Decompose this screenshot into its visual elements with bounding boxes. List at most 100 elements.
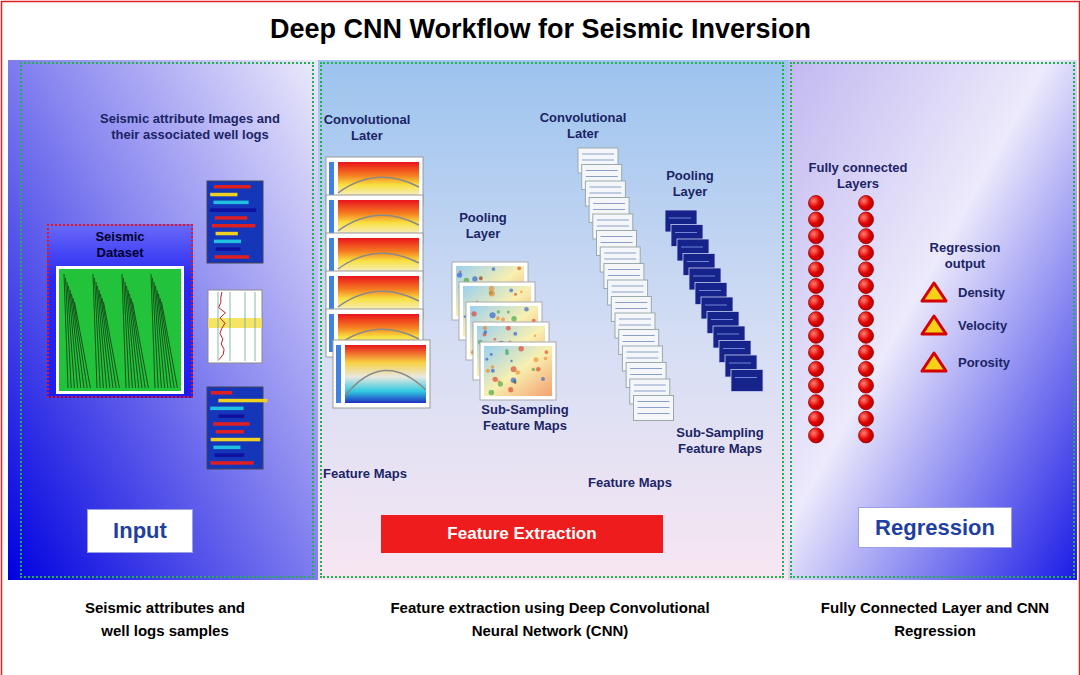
seismic-trace xyxy=(162,302,178,388)
attribute-streak xyxy=(210,208,256,212)
pooled-map-speck xyxy=(511,378,516,383)
attribute-streak xyxy=(214,453,244,457)
feature-map-texture xyxy=(638,401,670,402)
panel-text: Convolutional Later xyxy=(312,112,422,143)
seismic-image-frame xyxy=(56,266,184,394)
pooled-map-speck xyxy=(511,366,517,372)
pooled-map-speck xyxy=(491,369,495,373)
neuron xyxy=(809,245,824,260)
pooled-map-texture xyxy=(723,348,745,349)
pooled-map-speck xyxy=(544,350,548,354)
neuron xyxy=(859,428,874,443)
neuron xyxy=(859,362,874,377)
pooled-map-speck xyxy=(509,288,513,292)
box-label: Regression xyxy=(875,515,995,541)
feature-map-texture xyxy=(608,275,640,276)
pooled-map-speck xyxy=(491,365,495,369)
neuron xyxy=(809,362,824,377)
pooled-map-texture xyxy=(681,247,703,248)
feature-map-texture xyxy=(582,160,614,161)
input-panel: Seismic DatasetInput Seismic attribute Im… xyxy=(20,62,314,578)
pooled-map-speck xyxy=(496,316,500,320)
pooled-map-texture xyxy=(693,276,715,277)
pooled-map-speck xyxy=(516,370,521,375)
pooled-map-speck xyxy=(472,276,477,281)
seismic-trace xyxy=(127,286,136,388)
feature-map-texture xyxy=(586,176,618,177)
stage-caption: Fully Connected Layer and CNN Regression xyxy=(820,596,1050,642)
pooled-map-field xyxy=(484,346,552,396)
feature-map-field xyxy=(338,162,419,200)
feature-map-texture xyxy=(589,193,621,194)
feature-panel: Feature ExtractionConvolutional LaterPoo… xyxy=(320,62,784,578)
pooled-map-speck xyxy=(544,357,548,361)
feature-map-texture xyxy=(593,209,625,210)
feature-map-horizon xyxy=(338,253,419,269)
attribute-streak xyxy=(213,201,248,205)
seismic-trace xyxy=(72,294,85,388)
panel-text: Seismic Dataset xyxy=(75,229,165,260)
pooled-map-speck xyxy=(492,267,496,271)
attribute-streak xyxy=(210,407,243,411)
feature-map-field xyxy=(338,200,419,238)
pooled-map-texture xyxy=(705,305,727,306)
pooled-map-speck xyxy=(532,368,535,371)
feature-map-texture xyxy=(615,302,647,303)
output-name: Density xyxy=(958,284,1048,302)
seismic-trace xyxy=(133,302,149,388)
feature-map-horizon xyxy=(338,177,419,193)
pooled-map-texture xyxy=(717,334,739,335)
seismic-trace xyxy=(160,298,174,388)
feature-map-field xyxy=(338,238,419,276)
feature-map-scale xyxy=(336,345,341,403)
pooled-map-speck xyxy=(479,277,483,281)
panel-text: Pooling Layer xyxy=(448,210,518,241)
pooled-map-speck xyxy=(508,387,513,392)
feature-map-texture xyxy=(634,391,666,392)
panel-text: Seismic attribute Images and their assoc… xyxy=(88,111,293,142)
pooled-map-speck xyxy=(489,390,495,396)
pooled-map-speck xyxy=(534,334,536,336)
stage-caption: Feature extraction using Deep Convolutio… xyxy=(385,596,715,642)
feature-map-texture xyxy=(612,286,644,287)
stage-label-box: Input xyxy=(87,509,193,553)
feature-map-texture xyxy=(638,413,670,414)
pooled-map-speck xyxy=(497,310,500,313)
feature-map-horizon xyxy=(338,215,419,231)
attribute-streak xyxy=(213,446,240,450)
neuron xyxy=(809,229,824,244)
pooled-map-speck xyxy=(506,326,511,331)
well-log-track xyxy=(255,292,256,361)
pooled-map-speck xyxy=(457,272,462,277)
well-log-track xyxy=(230,292,231,361)
neuron xyxy=(859,212,874,227)
stage-label-box: Regression xyxy=(858,507,1012,548)
seismic-trace xyxy=(98,286,107,388)
feature-map-small xyxy=(634,396,674,421)
seismic-trace xyxy=(104,302,120,388)
pooled-map-speck xyxy=(489,312,495,318)
pooled-map-speck xyxy=(471,311,476,316)
feature-map-scale xyxy=(329,162,334,200)
dataset-ground xyxy=(47,224,193,398)
seismic-trace xyxy=(101,294,114,388)
pooled-map-speck xyxy=(517,266,521,270)
attribute-streak xyxy=(214,185,251,189)
pooled-map-speck xyxy=(484,330,488,334)
feature-map-horizon xyxy=(345,370,426,396)
pooled-map-speck xyxy=(490,353,493,356)
attribute-streak xyxy=(211,438,261,442)
neuron xyxy=(809,328,824,343)
neuron xyxy=(809,295,824,310)
panel-text: Pooling Layer xyxy=(655,168,725,199)
output-marker xyxy=(922,316,946,334)
output-marker xyxy=(922,353,946,371)
feature-map-texture xyxy=(623,341,655,342)
seismic-trace xyxy=(156,286,165,388)
seismic-trace xyxy=(73,298,87,388)
neuron xyxy=(859,262,874,277)
pooled-map xyxy=(480,342,556,400)
feature-map-scale xyxy=(329,238,334,276)
